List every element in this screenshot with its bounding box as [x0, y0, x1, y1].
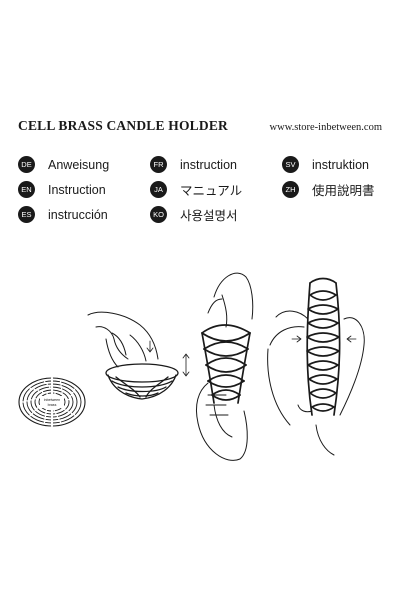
- disc-engraving-text: inbetween: [44, 398, 60, 402]
- language-fr: FR instruction: [150, 156, 282, 173]
- disc-engraving-text: brass: [48, 403, 57, 407]
- language-label: マニュアル: [180, 184, 243, 198]
- store-url: www.store-inbetween.com: [269, 122, 382, 133]
- language-es: ES instrucción: [18, 206, 150, 223]
- language-code-badge: ES: [18, 206, 35, 223]
- language-label: instrucción: [48, 207, 108, 222]
- language-zh: ZH 使用說明書: [282, 181, 388, 198]
- pull-up-step-illustration: [87, 311, 179, 400]
- language-label: Instruction: [48, 182, 106, 197]
- language-de: DE Anweisung: [18, 156, 150, 173]
- language-label: 사용설명서: [180, 209, 238, 223]
- document-header: CELL BRASS CANDLE HOLDER www.store-inbet…: [18, 118, 382, 134]
- language-label: instruktion: [312, 157, 369, 172]
- language-label: Anweisung: [48, 157, 110, 172]
- language-en: EN Instruction: [18, 181, 150, 198]
- language-sv: SV instruktion: [282, 156, 388, 173]
- shape-step-illustration: [267, 277, 365, 456]
- language-code-badge: ZH: [282, 181, 299, 198]
- product-title: CELL BRASS CANDLE HOLDER: [18, 118, 228, 133]
- language-ko: KO 사용설명서: [150, 206, 282, 223]
- assembly-illustration: inbetween brass: [18, 272, 365, 461]
- language-code-badge: JA: [150, 181, 167, 198]
- language-label: 使用說明書: [312, 184, 375, 198]
- stretch-step-illustration: [182, 272, 254, 461]
- language-code-badge: EN: [18, 181, 35, 198]
- language-code-badge: DE: [18, 156, 35, 173]
- flat-disc-icon: inbetween brass: [18, 377, 86, 427]
- language-code-badge: SV: [282, 156, 299, 173]
- language-label: instruction: [180, 157, 237, 172]
- language-code-badge: KO: [150, 206, 167, 223]
- language-ja: JA マニュアル: [150, 181, 282, 198]
- language-list: DE Anweisung FR instruction SV instrukti…: [18, 156, 388, 223]
- language-code-badge: FR: [150, 156, 167, 173]
